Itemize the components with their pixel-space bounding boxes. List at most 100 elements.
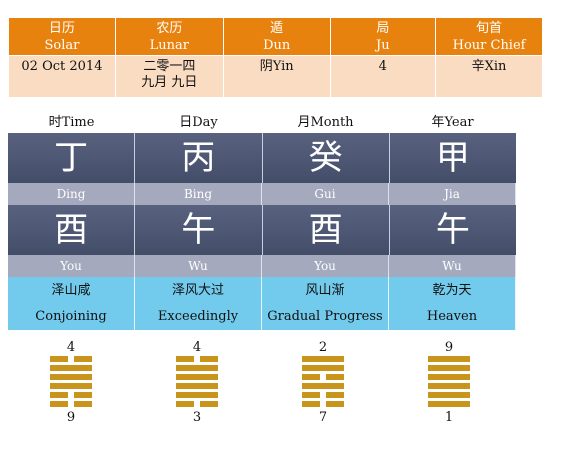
branch-year: 午 <box>389 205 516 255</box>
hexagram-en-month: Gradual Progress <box>262 304 389 330</box>
hexagram-yang-line <box>176 383 218 389</box>
hexagram-line-segment <box>428 401 470 407</box>
value-hour-chief: 辛Xin <box>435 55 543 98</box>
hexagram-line-segment <box>428 365 470 371</box>
hexagram-line-segment <box>50 374 92 380</box>
hexagram-line-segment <box>176 365 218 371</box>
header-ju-en: Ju <box>376 37 390 53</box>
hexagram-yin-line <box>50 401 92 407</box>
hexagram-day: 4 3 <box>172 340 222 426</box>
header-dun-en: Dun <box>263 37 291 53</box>
hexagram-cn-year: 乾为天 <box>389 277 516 304</box>
hexagram-line-segment <box>50 401 68 407</box>
hexagram-yang-line <box>50 374 92 380</box>
hexagram-yang-line <box>50 383 92 389</box>
hexagram-yang-line <box>428 365 470 371</box>
pillar-label-year: 年Year <box>431 115 474 130</box>
hexagram-line-segment <box>326 392 344 398</box>
header-solar-en: Solar <box>44 37 80 53</box>
hexagram-time-bottom-number: 9 <box>66 410 76 425</box>
hexagram-line-segment <box>176 401 194 407</box>
header-solar: 日历 Solar <box>8 17 116 56</box>
branches-row: 酉 午 酉 午 <box>8 205 516 255</box>
hexagram-line-segment <box>74 356 92 362</box>
hexagram-yin-line <box>50 392 92 398</box>
hexagram-month-top-number: 2 <box>318 340 328 355</box>
hexagram-yang-line <box>176 392 218 398</box>
pillar-labels-row: 时Time 日Day 月Month 年Year <box>8 113 516 133</box>
hexagram-line-segment <box>50 365 92 371</box>
hexagram-line-segment <box>428 392 470 398</box>
hexagram-day-symbol <box>176 356 218 407</box>
value-solar: 02 Oct 2014 <box>8 55 116 98</box>
hexagram-yin-line <box>176 356 218 362</box>
hexagram-line-segment <box>428 383 470 389</box>
hexagram-yang-line <box>428 401 470 407</box>
hexagram-en-time: Conjoining <box>8 304 135 330</box>
hexagram-line-segment <box>50 356 68 362</box>
header-lunar-en: Lunar <box>149 37 189 53</box>
branch-pinyin-row: You Wu You Wu <box>8 255 516 277</box>
header-solar-cn: 日历 <box>48 20 75 36</box>
hexagram-year-top-number: 9 <box>444 340 454 355</box>
hexagram-line-segment <box>302 365 344 371</box>
hexagram-line-segment <box>302 401 320 407</box>
stem-month: 癸 <box>262 133 390 183</box>
hexagram-line-segment <box>74 401 92 407</box>
stems-row: 丁 丙 癸 甲 <box>8 133 516 183</box>
header-lunar-cn: 农历 <box>156 20 183 36</box>
stem-pinyin-day: Bing <box>135 183 262 205</box>
header-hour-chief-cn: 旬首 <box>476 20 503 36</box>
hexagram-cn-row: 泽山咸 泽风大过 风山渐 乾为天 <box>8 277 516 304</box>
hexagram-yin-line <box>302 374 344 380</box>
stem-day: 丙 <box>135 133 263 183</box>
value-lunar-line1: 二零一四 <box>143 59 196 74</box>
hexagram-line-segment <box>176 383 218 389</box>
hexagram-line-segment <box>176 374 218 380</box>
hexagram-en-row: Conjoining Exceedingly Gradual Progress … <box>8 304 516 330</box>
hexagram-yin-line <box>176 401 218 407</box>
hexagram-year-symbol <box>428 356 470 407</box>
hexagram-line-segment <box>50 383 92 389</box>
pillar-label-time: 时Time <box>48 115 95 130</box>
hexagram-month-symbol <box>302 356 344 407</box>
value-lunar: 二零一四 九月 九日 <box>114 55 224 98</box>
header-lunar: 农历 Lunar <box>114 17 224 56</box>
stem-pinyin-row: Ding Bing Gui Jia <box>8 183 516 205</box>
hexagram-line-segment <box>428 374 470 380</box>
hexagram-line-segment <box>200 356 218 362</box>
branch-day: 午 <box>135 205 263 255</box>
branch-pinyin-month: You <box>262 255 389 277</box>
branch-pinyin-day: Wu <box>135 255 262 277</box>
hexagram-yang-line <box>302 356 344 362</box>
hexagram-year: 9 1 <box>424 340 474 426</box>
hexagram-yin-line <box>302 392 344 398</box>
hexagram-line-segment <box>302 392 320 398</box>
hexagram-line-segment <box>50 392 68 398</box>
stem-pinyin-month: Gui <box>262 183 389 205</box>
header-hour-chief-en: Hour Chief <box>452 37 526 53</box>
hexagram-yang-line <box>428 392 470 398</box>
header-hour-chief: 旬首 Hour Chief <box>435 17 543 56</box>
branch-pinyin-time: You <box>8 255 135 277</box>
hexagram-line-segment <box>74 392 92 398</box>
hexagram-time-top-number: 4 <box>66 340 76 355</box>
hexagram-yin-line <box>302 401 344 407</box>
header-table: 日历 Solar 农历 Lunar 遁 Dun 局 Ju 旬首 Hour Chi… <box>8 17 543 98</box>
hexagram-line-segment <box>176 356 194 362</box>
hexagram-yang-line <box>428 374 470 380</box>
hexagram-line-segment <box>302 356 344 362</box>
hexagram-day-bottom-number: 3 <box>192 410 202 425</box>
header-ju: 局 Ju <box>329 17 437 56</box>
branch-pinyin-year: Wu <box>389 255 516 277</box>
hexagram-line-segment <box>302 383 344 389</box>
hexagram-cn-day: 泽风大过 <box>135 277 262 304</box>
hexagram-yang-line <box>428 356 470 362</box>
hexagram-line-segment <box>200 401 218 407</box>
hexagram-yang-line <box>302 383 344 389</box>
hexagram-day-top-number: 4 <box>192 340 202 355</box>
hexagram-year-bottom-number: 1 <box>444 410 454 425</box>
stem-pinyin-time: Ding <box>8 183 135 205</box>
hexagram-line-segment <box>302 374 320 380</box>
branch-time: 酉 <box>8 205 136 255</box>
